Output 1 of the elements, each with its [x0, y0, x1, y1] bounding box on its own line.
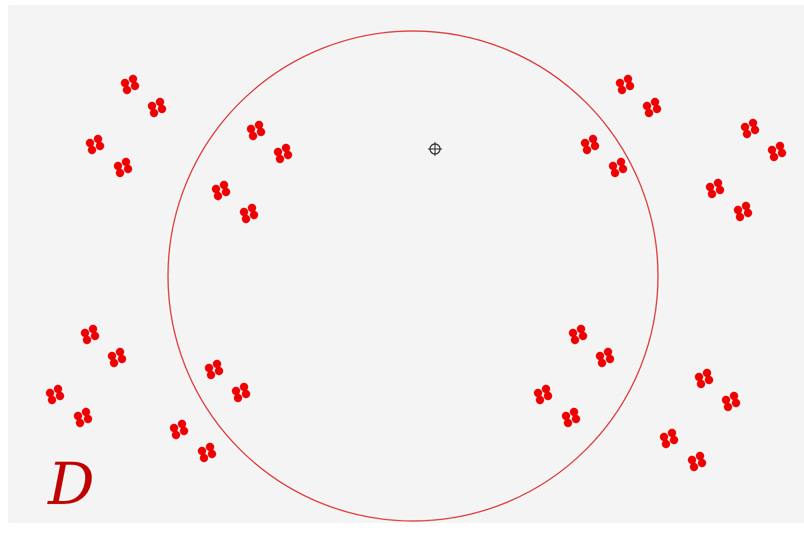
- letter-label: D: [48, 452, 95, 516]
